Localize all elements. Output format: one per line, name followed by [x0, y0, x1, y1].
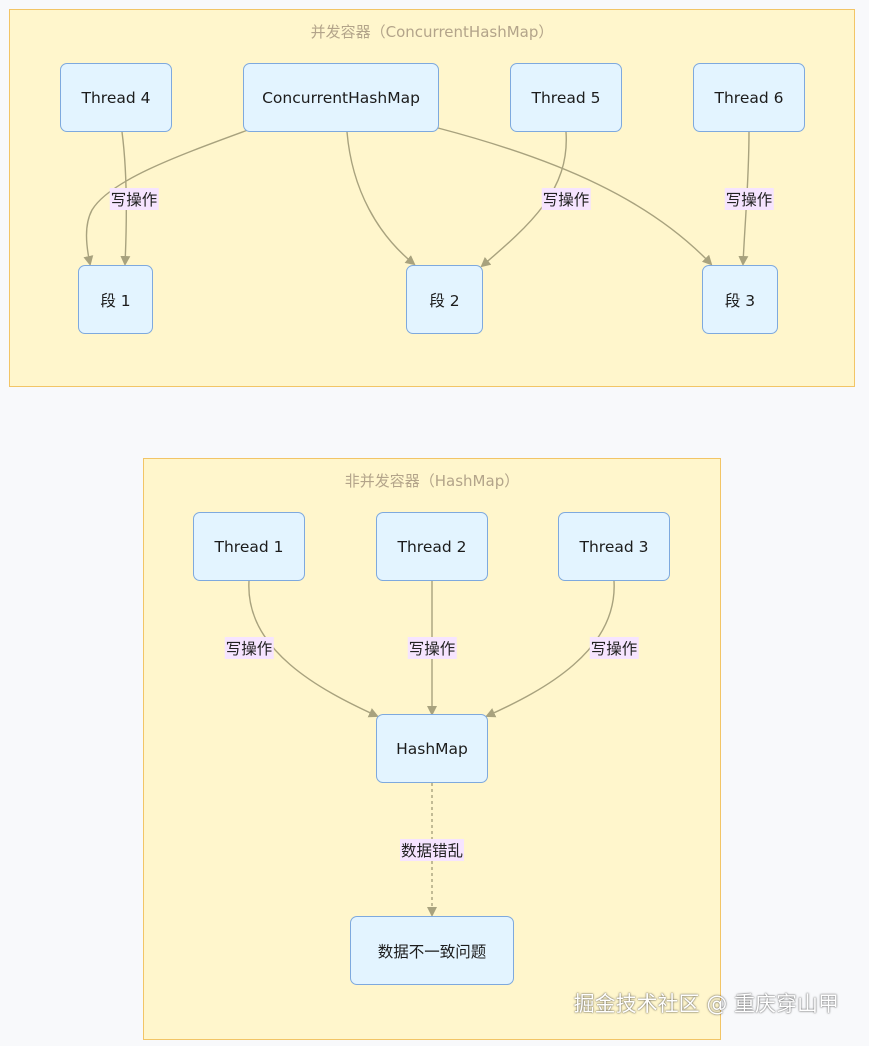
segment-2-node[interactable]: 段 2 [406, 265, 483, 334]
edge-label-thread6-write: 写操作 [724, 188, 774, 210]
edge-label-thread1-write: 写操作 [224, 637, 274, 659]
concurrent-group-title: 并发容器（ConcurrentHashMap） [310, 23, 554, 41]
thread-4-node[interactable]: Thread 4 [60, 63, 172, 132]
thread-3-node[interactable]: Thread 3 [558, 512, 670, 581]
segment-3-node[interactable]: 段 3 [702, 265, 778, 334]
thread-5-node[interactable]: Thread 5 [510, 63, 622, 132]
thread-6-node[interactable]: Thread 6 [693, 63, 805, 132]
thread-2-node[interactable]: Thread 2 [376, 512, 488, 581]
edge-label-thread3-write: 写操作 [589, 637, 639, 659]
edge-label-thread4-write: 写操作 [109, 188, 159, 210]
data-inconsistency-node[interactable]: 数据不一致问题 [350, 916, 514, 985]
edge-label-thread2-write: 写操作 [407, 637, 457, 659]
segment-1-node[interactable]: 段 1 [78, 265, 153, 334]
hashmap-node[interactable]: HashMap [376, 714, 488, 783]
concurrenthashmap-node[interactable]: ConcurrentHashMap [243, 63, 439, 132]
watermark: 掘金技术社区 @ 重庆穿山甲 [573, 992, 839, 1016]
hashmap-group-title: 非并发容器（HashMap） [344, 472, 520, 490]
edge-label-thread5-write: 写操作 [541, 188, 591, 210]
edge-label-data-chaos: 数据错乱 [399, 839, 465, 861]
thread-1-node[interactable]: Thread 1 [193, 512, 305, 581]
